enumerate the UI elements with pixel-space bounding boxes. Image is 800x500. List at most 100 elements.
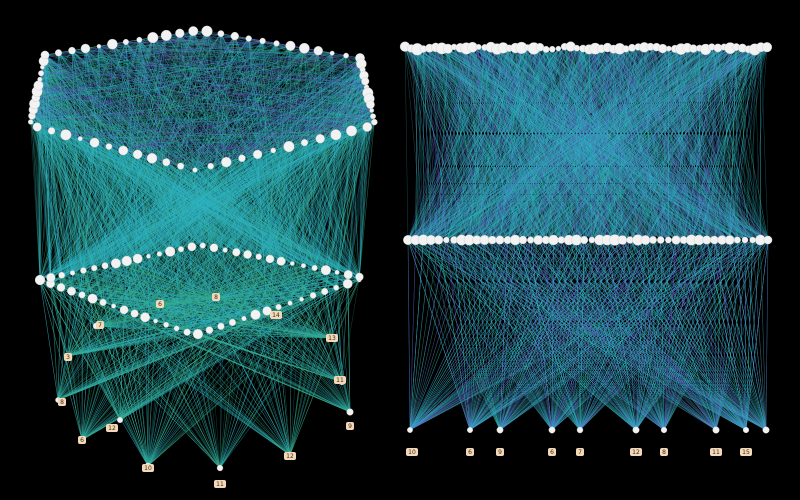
graph-node	[243, 250, 252, 259]
graph-node	[146, 153, 158, 164]
graph-node	[495, 235, 505, 245]
graph-node	[741, 236, 749, 244]
graph-node	[346, 125, 357, 137]
graph-node	[535, 43, 545, 52]
graph-node	[252, 149, 263, 159]
graph-node	[273, 40, 280, 47]
graph-node	[101, 262, 109, 270]
graph-node	[346, 408, 354, 416]
graph-node	[733, 236, 741, 244]
graph-node	[153, 318, 158, 324]
graph-node	[301, 263, 306, 269]
graph-node	[121, 255, 132, 267]
graph-node	[222, 247, 228, 253]
graph-node	[162, 158, 171, 167]
graph-node	[343, 52, 349, 59]
graph-node	[275, 304, 282, 310]
graph-node	[245, 35, 252, 42]
node-label-text: 10	[408, 449, 416, 456]
graph-node	[262, 306, 272, 316]
node-label: 6	[156, 300, 164, 308]
node-label: 6	[548, 448, 556, 456]
graph-node	[130, 309, 139, 318]
graph-node	[710, 235, 719, 245]
graph-node	[34, 274, 46, 286]
graph-node	[216, 464, 224, 472]
graph-node	[37, 76, 43, 82]
graph-node	[146, 253, 151, 259]
node-label-text: 11	[216, 481, 224, 488]
graph-node	[749, 236, 756, 244]
node-label: 7	[96, 321, 104, 329]
graph-node	[80, 267, 87, 274]
graph-node	[330, 129, 342, 141]
graph-node	[488, 235, 497, 245]
graph-node	[96, 44, 102, 49]
graph-node	[329, 50, 335, 56]
node-label-text: 6	[158, 301, 162, 308]
node-label: 15	[740, 448, 752, 456]
node-label-text: 3	[66, 354, 70, 361]
graph-node	[763, 235, 773, 245]
graph-node	[91, 265, 98, 272]
graph-node	[173, 325, 180, 332]
node-label: 8	[660, 448, 668, 456]
graph-node	[28, 119, 34, 125]
graph-node	[301, 139, 309, 147]
graph-node	[207, 162, 214, 170]
graph-node	[370, 113, 376, 120]
graph-node	[580, 236, 589, 244]
graph-node	[205, 326, 214, 334]
graph-node	[276, 256, 286, 266]
graph-node	[665, 236, 672, 244]
graph-node	[361, 77, 370, 86]
graph-node	[628, 43, 636, 52]
graph-node	[165, 246, 176, 257]
node-label-text: 9	[348, 423, 352, 430]
node-label-text: 6	[550, 449, 554, 456]
graph-node	[334, 270, 340, 275]
node-label-text: 8	[60, 399, 64, 406]
graph-node	[178, 246, 184, 253]
node-label: 10	[406, 448, 418, 456]
graph-node	[192, 328, 203, 340]
graph-node	[761, 42, 773, 53]
graph-node	[287, 300, 293, 306]
node-label: 8	[58, 398, 66, 406]
graph-node	[548, 426, 556, 434]
graph-node	[343, 270, 353, 280]
node-label: 6	[78, 436, 86, 444]
graph-node	[183, 328, 191, 336]
graph-node	[658, 43, 668, 54]
node-label-text: 12	[108, 425, 116, 432]
graph-node	[47, 127, 56, 135]
graph-node	[199, 242, 206, 249]
graph-node	[309, 292, 317, 299]
graph-node	[160, 29, 172, 41]
graph-node	[660, 426, 668, 434]
graph-node	[320, 265, 331, 276]
graph-node	[573, 44, 581, 52]
node-label-text: 6	[80, 437, 84, 444]
graph-node	[38, 70, 45, 77]
graph-node	[107, 38, 118, 50]
node-label-text: 14	[272, 312, 280, 319]
graph-node	[518, 235, 528, 245]
graph-node	[217, 322, 225, 330]
graph-node	[588, 236, 596, 244]
graph-node	[56, 283, 66, 292]
node-label-text: 8	[662, 449, 666, 456]
graph-node	[80, 43, 91, 54]
node-label: 10	[142, 464, 154, 472]
node-label-text: 10	[144, 465, 152, 472]
graph-node	[632, 426, 640, 434]
graph-node	[702, 235, 712, 245]
node-label-text: 7	[578, 449, 582, 456]
node-label-text: 12	[286, 453, 294, 460]
graph-node	[99, 298, 107, 306]
graph-node	[315, 134, 325, 144]
graph-node	[46, 273, 56, 283]
graph-node	[434, 235, 444, 245]
